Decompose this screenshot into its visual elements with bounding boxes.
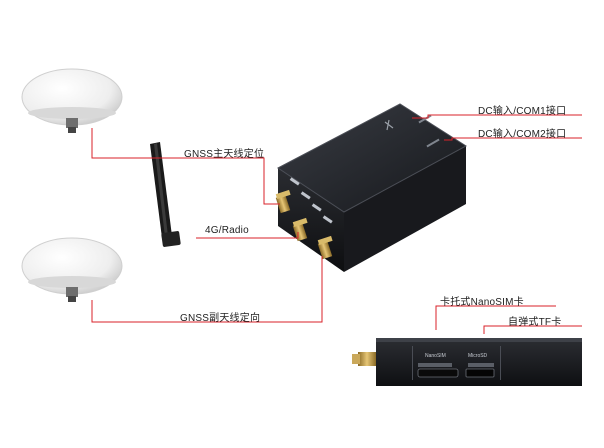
sma-connector-gnss-main-icon (275, 189, 291, 214)
radio-antenna-icon (150, 142, 181, 247)
gnss-main-antenna-icon (21, 68, 123, 133)
leader-line-gnss-aux (91, 256, 323, 323)
label-radio: 4G/Radio (205, 225, 249, 236)
leader-line-tf (483, 325, 582, 334)
label-nanosim: 卡托式NanoSIM卡 (440, 297, 524, 308)
label-gnss-aux: GNSS副天线定向 (180, 313, 261, 324)
label-dc-com2: DC输入/COM2接口 (478, 129, 567, 140)
microsd-panel-text: MicroSD (468, 353, 488, 359)
label-dc-com1: DC输入/COM1接口 (478, 106, 567, 117)
nanosim-panel-text: NanoSIM (425, 353, 446, 359)
leader-line-dc-com1 (412, 114, 582, 119)
gnss-aux-antenna-icon (21, 237, 123, 302)
leader-line-radio (196, 232, 299, 239)
sma-connector-radio-icon (292, 217, 308, 242)
leader-line-dc-com2 (444, 137, 582, 141)
sma-connector-gnss-aux-icon (317, 235, 333, 260)
leader-lines (91, 114, 582, 334)
receiver-device (277, 103, 467, 272)
label-gnss-main: GNSS主天线定位 (184, 149, 265, 160)
card-slot-panel (352, 338, 582, 386)
label-tf-card: 自弹式TF卡 (508, 317, 562, 328)
leader-line-gnss-main (91, 128, 280, 205)
leader-line-nanosim (435, 305, 556, 330)
